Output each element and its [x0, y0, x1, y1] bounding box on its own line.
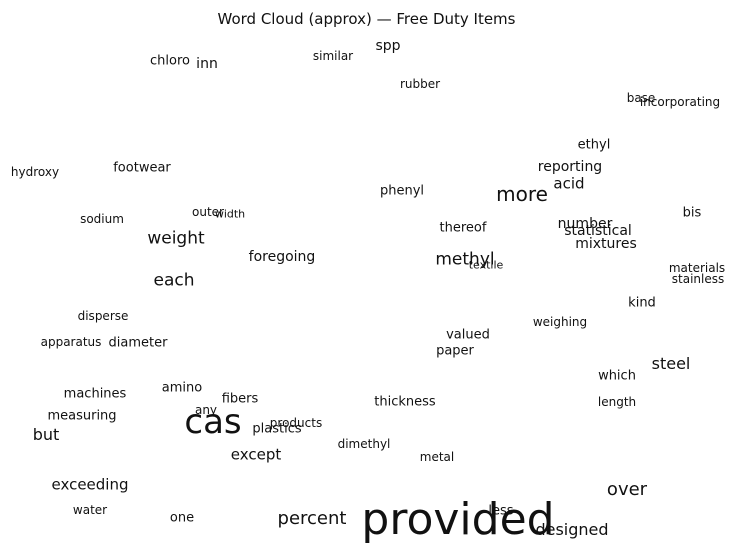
chart-title: Word Cloud (approx) — Free Duty Items	[217, 10, 516, 28]
word-kind: kind	[628, 295, 656, 311]
word-one: one	[169, 510, 195, 526]
word-hydroxy: hydroxy	[10, 165, 60, 179]
word-stainless: stainless	[671, 272, 725, 286]
word-disperse: disperse	[77, 309, 129, 323]
word-acid: acid	[553, 174, 585, 193]
word-width: width	[214, 207, 246, 221]
word-water: water	[72, 503, 108, 517]
word-designed: designed	[535, 520, 609, 539]
word-outer: outer	[192, 205, 224, 219]
word-length: length	[597, 395, 637, 409]
word-spp: spp	[375, 38, 401, 54]
word-over: over	[606, 479, 648, 500]
word-thickness: thickness	[374, 394, 436, 410]
word-thereof: thereof	[439, 220, 487, 236]
word-foregoing: foregoing	[248, 249, 316, 265]
word-fibers: fibers	[221, 391, 259, 407]
word-textile: textile	[468, 258, 504, 272]
word-ethyl: ethyl	[577, 137, 611, 153]
word-each: each	[153, 270, 195, 291]
word-diameter: diameter	[108, 335, 168, 351]
word-inn: inn	[196, 56, 218, 72]
word-machines: machines	[63, 386, 127, 402]
word-weighing: weighing	[532, 315, 588, 329]
word-which: which	[598, 368, 636, 384]
word-plastics: plastics	[252, 421, 302, 437]
word-cas: cas	[184, 402, 242, 442]
word-measuring: measuring	[47, 408, 117, 424]
word-but: but	[32, 425, 60, 444]
word-less: less	[488, 503, 514, 519]
word-rubber: rubber	[399, 77, 441, 91]
word-bis: bis	[682, 205, 702, 221]
word-exceeding: exceeding	[51, 475, 129, 494]
word-incorporating: incorporating	[639, 95, 721, 109]
word-percent: percent	[277, 508, 347, 529]
word-chloro: chloro	[150, 53, 190, 69]
word-valued: valued	[446, 327, 490, 343]
word-provided: provided	[361, 494, 555, 545]
word-mixtures: mixtures	[575, 236, 637, 252]
word-number: number	[557, 216, 613, 232]
word-methyl: methyl	[435, 249, 495, 270]
word-similar: similar	[312, 49, 354, 63]
word-statistical: statistical	[564, 223, 632, 239]
word-more: more	[496, 182, 548, 206]
word-products: products	[269, 416, 323, 430]
word-any: any	[194, 403, 218, 417]
word-footwear: footwear	[113, 160, 171, 176]
word-materials: materials	[668, 261, 726, 275]
word-apparatus: apparatus	[40, 335, 102, 349]
word-base: base	[626, 91, 656, 105]
word-reporting: reporting	[537, 159, 603, 175]
word-steel: steel	[651, 354, 691, 373]
word-dimethyl: dimethyl	[337, 437, 391, 451]
word-paper: paper	[436, 343, 474, 359]
word-sodium: sodium	[80, 212, 124, 226]
word-except: except	[230, 445, 282, 464]
word-metal: metal	[419, 450, 455, 464]
word-amino: amino	[161, 380, 203, 396]
word-weight: weight	[147, 228, 205, 249]
word-phenyl: phenyl	[379, 183, 425, 199]
